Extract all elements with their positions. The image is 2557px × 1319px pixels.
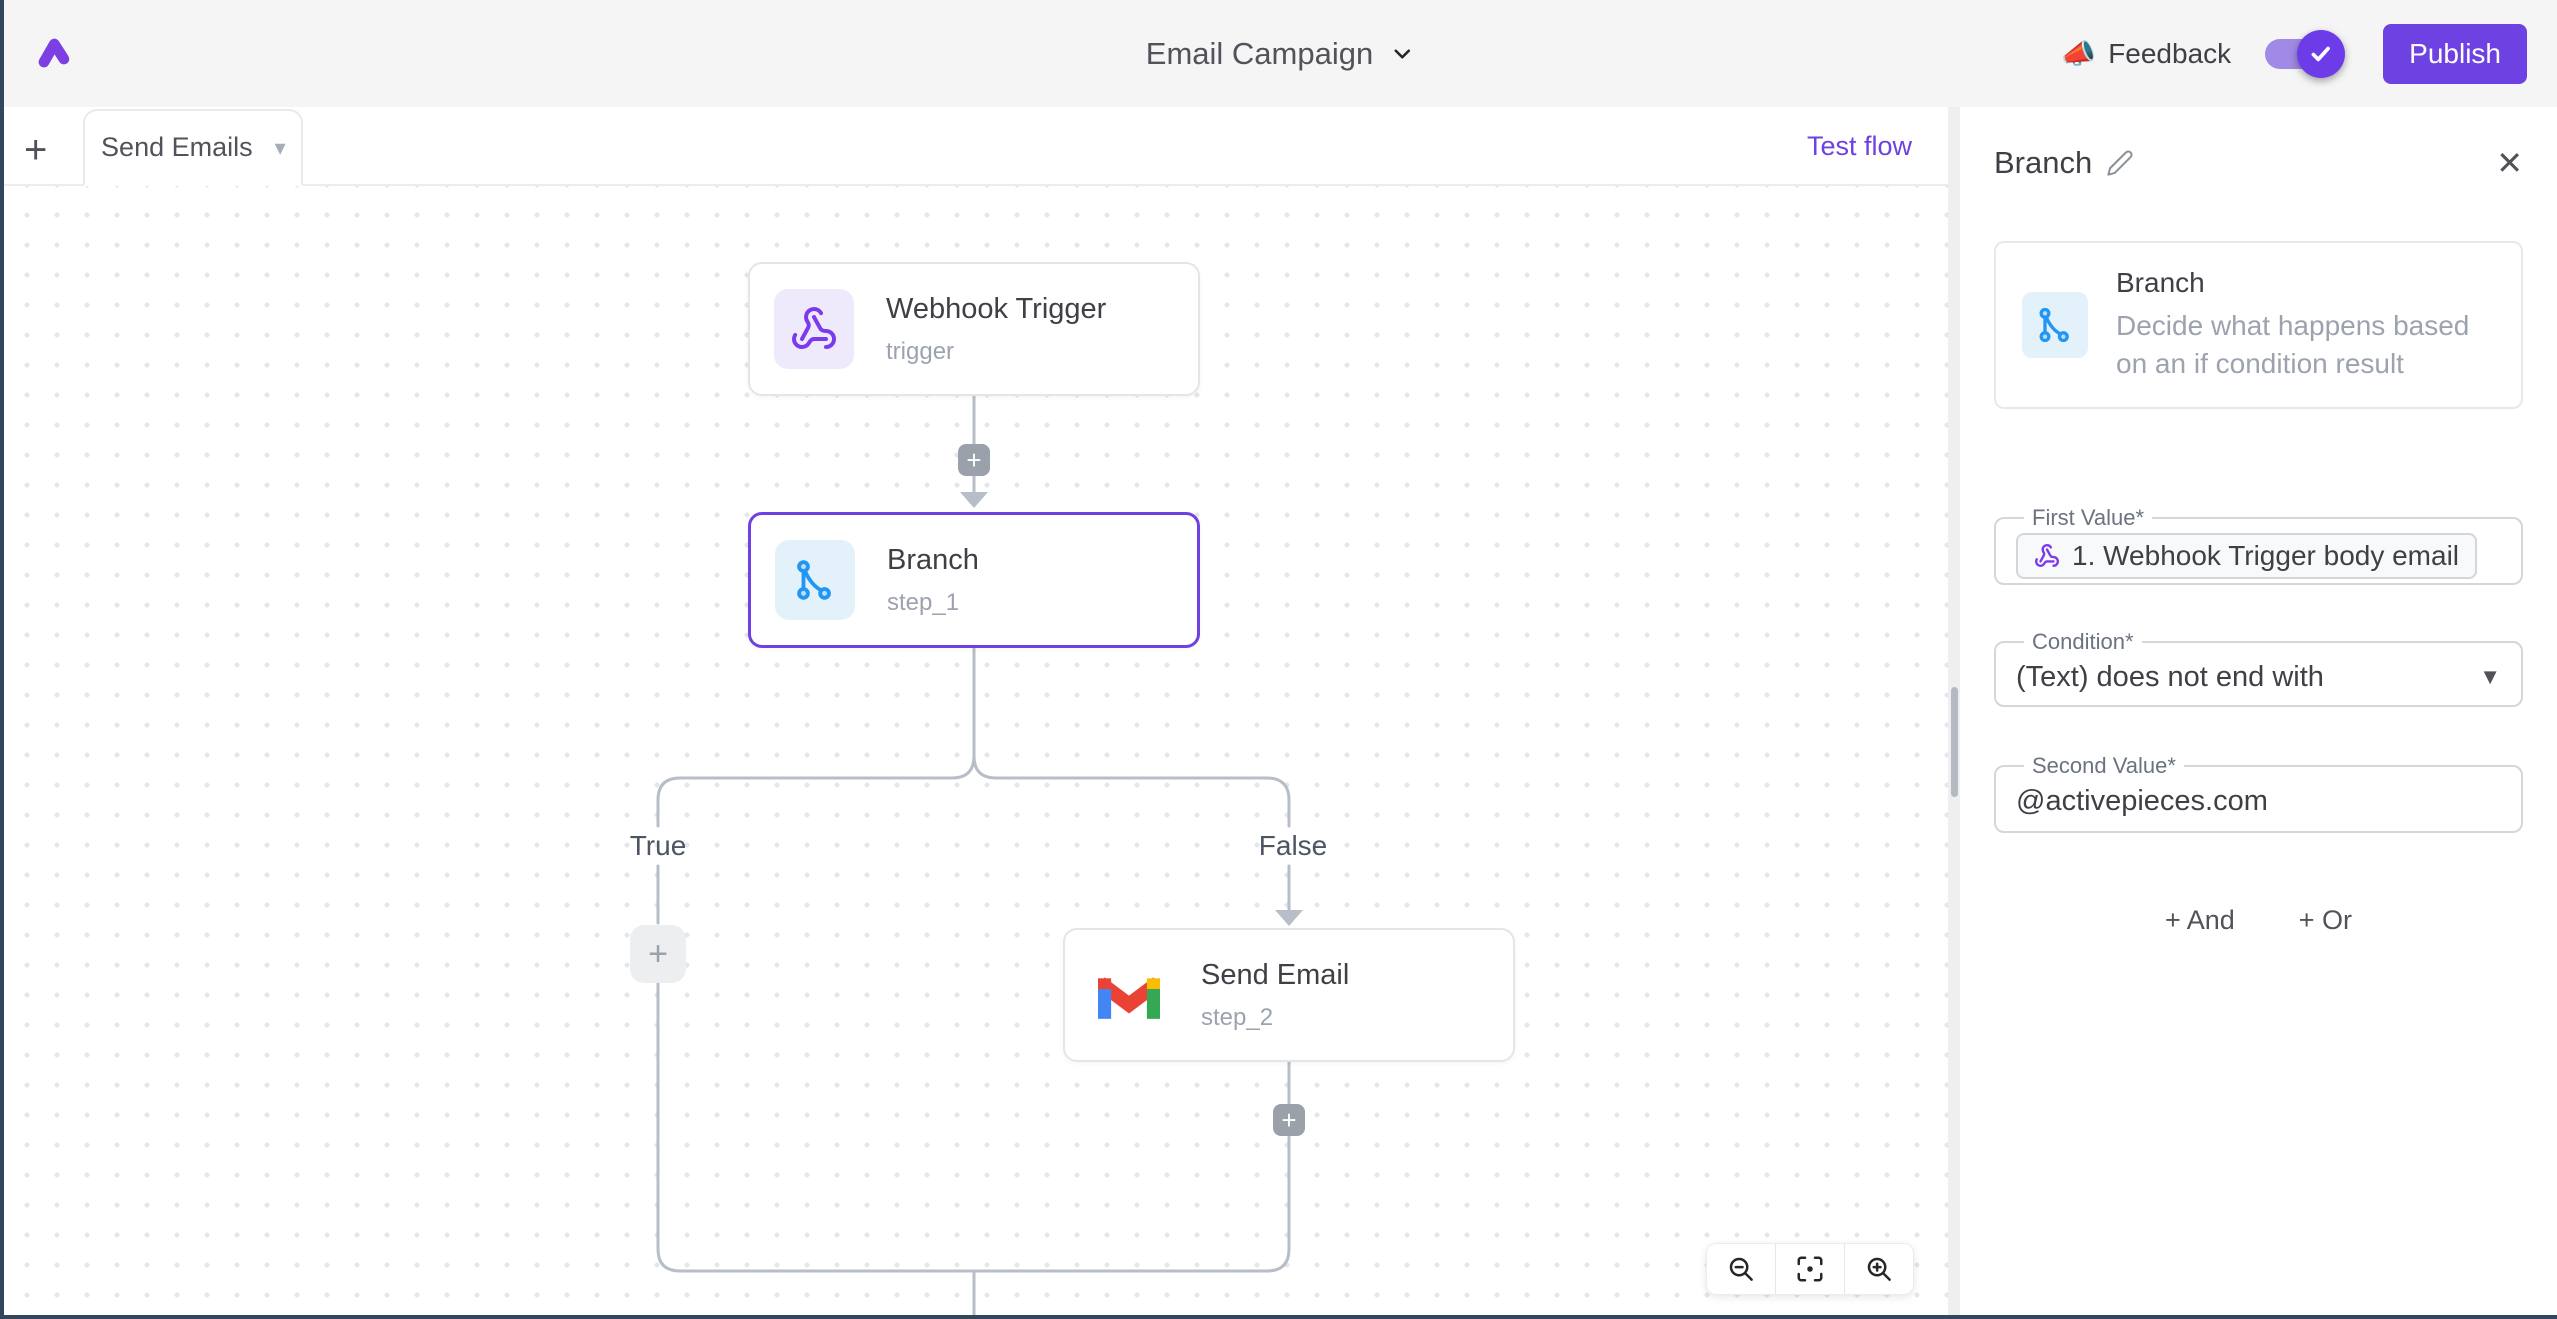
branch-true-label: True bbox=[629, 830, 687, 861]
close-panel-button[interactable]: ✕ bbox=[2496, 145, 2523, 181]
publish-button[interactable]: Publish bbox=[2383, 23, 2527, 84]
canvas-toolbar: + Send Emails ▾ Test flow bbox=[4, 107, 1948, 186]
node-webhook-trigger[interactable]: Webhook Trigger trigger bbox=[748, 262, 1200, 396]
panel-header: Branch ✕ bbox=[1994, 141, 2523, 185]
add-step-button[interactable]: + bbox=[958, 444, 990, 476]
add-or-button[interactable]: + Or bbox=[2298, 904, 2353, 935]
node-title: Send Email bbox=[1201, 958, 1350, 991]
toggle-thumb bbox=[2297, 29, 2346, 78]
first-value-label: First Value* bbox=[2032, 504, 2145, 530]
token-label: 1. Webhook Trigger body email bbox=[2072, 539, 2460, 571]
pencil-icon bbox=[2107, 150, 2133, 176]
canvas-zoom-controls bbox=[1706, 1243, 1914, 1295]
first-value-field[interactable]: First Value* 1. Webhook Trigger body ema… bbox=[1994, 504, 2523, 585]
branch-false-label: False bbox=[1258, 830, 1328, 861]
node-send-email[interactable]: Send Email step_2 bbox=[1063, 928, 1515, 1062]
panel-divider bbox=[1948, 107, 1960, 1315]
flow-tab[interactable]: Send Emails ▾ bbox=[83, 109, 304, 186]
fit-view-button[interactable] bbox=[1775, 1244, 1844, 1294]
activepieces-logo-icon bbox=[38, 38, 70, 67]
second-value-label: Second Value* bbox=[2032, 752, 2176, 778]
add-step-true-branch-button[interactable]: + bbox=[630, 925, 686, 983]
top-bar: Email Campaign 📣 Feedback Publish bbox=[4, 0, 2557, 107]
condition-group-actions: + And + Or bbox=[1994, 905, 2523, 936]
condition-select[interactable]: Condition* (Text) does not end with ▼ bbox=[1994, 628, 2523, 707]
select-caret-icon: ▼ bbox=[2479, 664, 2501, 690]
megaphone-icon: 📣 bbox=[2061, 38, 2097, 69]
flow-title-dropdown[interactable]: Email Campaign bbox=[1146, 36, 1415, 72]
branch-icon bbox=[775, 540, 855, 620]
piece-description: Decide what happens based on an if condi… bbox=[2116, 310, 2470, 379]
piece-info-card: Branch Decide what happens based on an i… bbox=[1994, 241, 2523, 409]
flow-canvas[interactable]: Webhook Trigger trigger + bbox=[4, 186, 1948, 1315]
node-subtitle: step_2 bbox=[1201, 1003, 1274, 1031]
check-icon bbox=[2311, 46, 2331, 61]
flow-title: Email Campaign bbox=[1145, 35, 1374, 71]
add-and-button[interactable]: + And bbox=[2164, 904, 2235, 935]
piece-title: Branch bbox=[2116, 267, 2205, 298]
flow-tab-label: Send Emails bbox=[101, 132, 253, 162]
node-subtitle: step_1 bbox=[887, 588, 960, 616]
condition-label: Condition* bbox=[2032, 628, 2134, 654]
zoom-out-button[interactable] bbox=[1707, 1244, 1775, 1294]
rename-step-button[interactable] bbox=[2106, 149, 2134, 177]
tab-caret-icon: ▾ bbox=[274, 134, 286, 160]
main-area: + Send Emails ▾ Test flow bbox=[4, 107, 2557, 1315]
zoom-out-icon bbox=[1729, 1257, 1753, 1281]
condition-value: (Text) does not end with bbox=[2016, 660, 2324, 693]
webhook-icon bbox=[774, 289, 854, 369]
node-title: Branch bbox=[887, 543, 979, 576]
step-settings-panel: Branch ✕ bbox=[1960, 107, 2557, 1315]
topbar-actions: 📣 Feedback Publish bbox=[2061, 23, 2527, 84]
canvas-column: + Send Emails ▾ Test flow bbox=[4, 107, 1948, 1315]
first-value-token[interactable]: 1. Webhook Trigger body email bbox=[2016, 532, 2478, 579]
zoom-in-button[interactable] bbox=[1844, 1244, 1913, 1294]
second-value-field[interactable]: Second Value* @activepieces.com bbox=[1994, 752, 2523, 833]
add-flow-button[interactable]: + bbox=[24, 128, 48, 172]
flow-edges bbox=[656, 394, 1303, 1315]
feedback-label: Feedback bbox=[2108, 37, 2232, 69]
panel-title: Branch bbox=[1994, 145, 2093, 180]
node-subtitle: trigger bbox=[886, 337, 955, 365]
node-title: Webhook Trigger bbox=[886, 292, 1107, 325]
gmail-icon bbox=[1089, 955, 1169, 1035]
branch-icon bbox=[2022, 291, 2088, 358]
add-step-false-branch-button[interactable]: + bbox=[1273, 1104, 1305, 1136]
fit-view-icon bbox=[1797, 1256, 1823, 1282]
flow-enabled-toggle[interactable] bbox=[2265, 29, 2346, 78]
chevron-down-icon bbox=[1394, 48, 1411, 59]
test-flow-button[interactable]: Test flow bbox=[1806, 131, 1912, 161]
panel-resize-handle[interactable] bbox=[1951, 687, 1958, 797]
second-value-text: @activepieces.com bbox=[2016, 784, 2268, 817]
feedback-link[interactable]: 📣 Feedback bbox=[2061, 37, 2231, 70]
zoom-in-icon bbox=[1867, 1257, 1891, 1281]
webhook-icon bbox=[2034, 543, 2060, 567]
node-branch[interactable]: Branch step_1 bbox=[748, 512, 1200, 648]
